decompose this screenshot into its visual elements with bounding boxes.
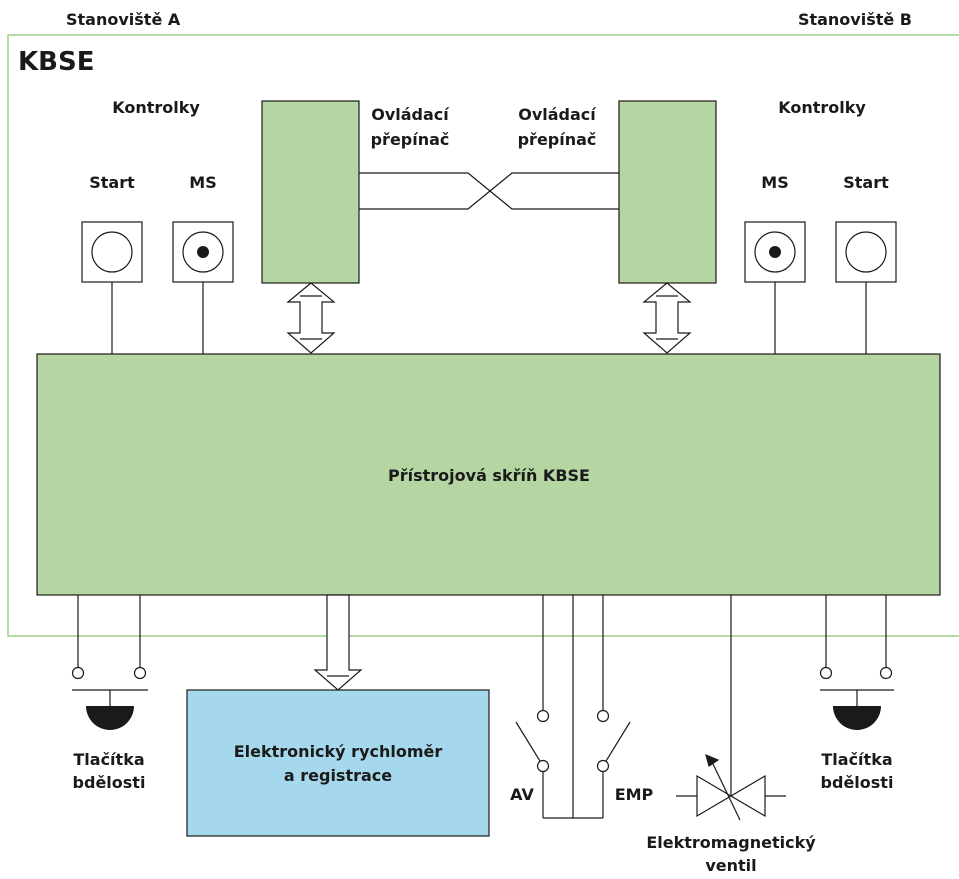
left-start-label: Start <box>89 173 135 192</box>
left-bidirectional-arrow <box>286 282 336 354</box>
right-switch-label-1: Ovládací <box>518 105 597 124</box>
left-buttons-label-1: Tlačítka <box>73 750 144 769</box>
av-switch <box>536 709 550 773</box>
emp-label: EMP <box>615 785 654 804</box>
cabinet-label: Přístrojová skříň KBSE <box>388 466 590 485</box>
kbse-frame <box>7 34 959 637</box>
switch-cross-connection <box>359 172 619 210</box>
valve-label-2: ventil <box>705 856 756 875</box>
right-switch-label-2: přepínač <box>518 130 597 149</box>
right-start-lamp <box>835 221 897 283</box>
left-indicators-title: Kontrolky <box>112 98 200 117</box>
left-vigilance-button <box>71 595 148 730</box>
right-ms-lamp <box>744 221 806 283</box>
right-buttons-label-1: Tlačítka <box>821 750 892 769</box>
valve-label-1: Elektromagnetický <box>646 833 816 852</box>
left-switch-label-1: Ovládací <box>371 105 450 124</box>
left-buttons-label-2: bdělosti <box>73 773 146 792</box>
right-vigilance-button <box>819 595 894 730</box>
right-indicators-title: Kontrolky <box>778 98 866 117</box>
right-start-label: Start <box>843 173 889 192</box>
kbse-cabinet <box>36 353 941 596</box>
av-emp-circuit <box>515 595 631 819</box>
right-bidirectional-arrow <box>642 282 692 354</box>
speedometer-label-2: a registrace <box>284 766 392 785</box>
left-start-lamp <box>81 221 143 283</box>
right-ms-label: MS <box>761 173 788 192</box>
kbse-title: KBSE <box>18 47 94 77</box>
station-a-label: Stanoviště A <box>66 10 181 29</box>
right-control-switch <box>618 100 717 284</box>
av-label: AV <box>510 785 534 804</box>
electromagnetic-valve <box>676 595 786 821</box>
speedometer-label-1: Elektronický rychloměr <box>234 742 443 761</box>
left-ms-label: MS <box>189 173 216 192</box>
speedometer-arrow <box>313 594 363 691</box>
left-ms-lamp <box>172 221 234 283</box>
emp-switch <box>596 709 610 773</box>
station-b-label: Stanoviště B <box>798 10 912 29</box>
right-buttons-label-2: bdělosti <box>821 773 894 792</box>
left-control-switch <box>261 100 360 284</box>
speedometer-box <box>186 689 490 837</box>
left-switch-label-2: přepínač <box>371 130 450 149</box>
